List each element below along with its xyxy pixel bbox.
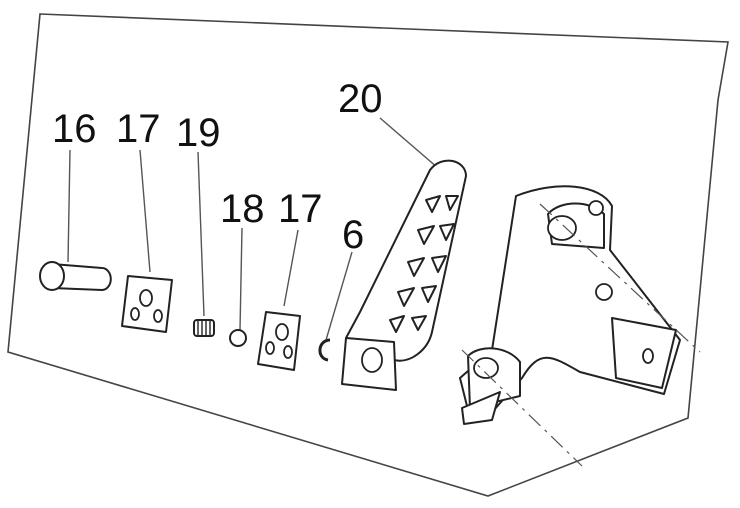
label-20: 20	[338, 77, 383, 121]
leader-18	[239, 227, 243, 331]
diagram-frame	[7, 13, 729, 497]
axis-line-lower	[461, 349, 583, 467]
leader-16	[67, 149, 71, 263]
leader-17a	[139, 149, 151, 273]
label-16: 16	[52, 107, 97, 151]
ball-part	[229, 329, 247, 347]
axis-line-upper	[539, 203, 701, 353]
label-17b: 17	[278, 187, 323, 231]
bracket-part	[459, 185, 681, 425]
clip-part	[318, 338, 331, 362]
leader-19	[197, 151, 205, 317]
leader-20	[379, 117, 439, 169]
spring-part	[193, 319, 215, 337]
label-19: 19	[176, 111, 221, 155]
plate-part-left	[121, 275, 173, 333]
footpeg-teeth	[389, 195, 459, 333]
leader-17b	[283, 229, 299, 307]
leader-6	[325, 251, 353, 341]
label-18: 18	[220, 187, 265, 231]
footpeg-part	[341, 159, 467, 391]
label-17a: 17	[116, 107, 161, 151]
label-6: 6	[342, 213, 364, 257]
plate-part-right	[257, 311, 301, 371]
pin-part	[39, 261, 112, 291]
